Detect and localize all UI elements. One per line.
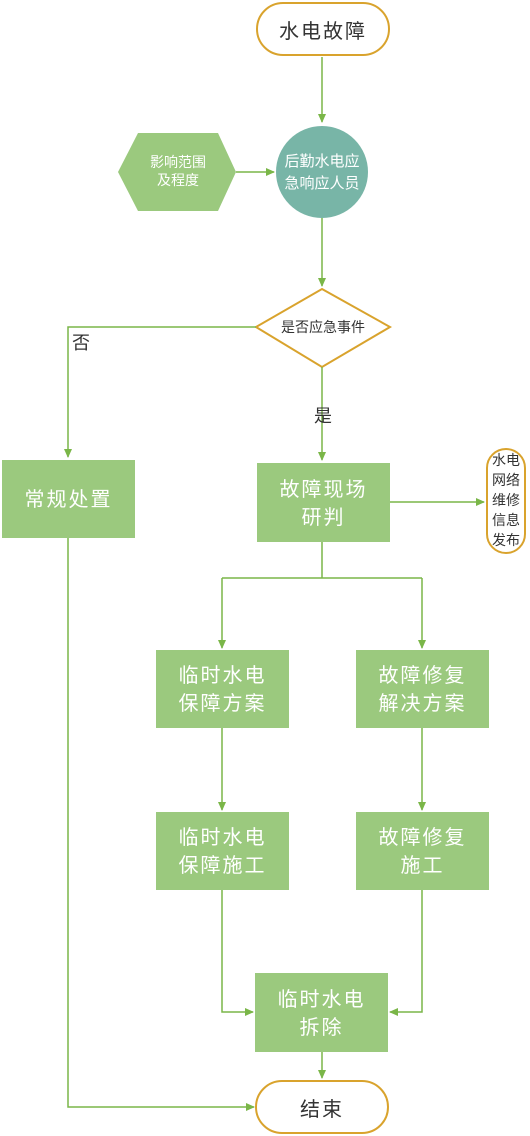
publish-pill: 水电网络维修信息发布 [486,448,526,554]
routine-box: 常规处置 [2,460,135,538]
routine-label: 常规处置 [24,487,113,511]
temp-plan-label: 临时水电保障方案 [178,663,267,715]
edge-repair-build-to-remove [389,890,423,1016]
assess-box: 故障现场研判 [257,463,390,542]
start-label: 水电故障 [279,18,367,43]
repair-plan-box: 故障修复解决方案 [356,650,489,728]
edge-temp-build-to-remove [221,890,254,1016]
decision-label: 是否应急事件 [281,320,365,336]
yes-label: 是 [314,406,332,427]
remove-box: 临时水电拆除 [255,973,388,1052]
repair-plan-label: 故障修复解决方案 [378,663,467,715]
scope-node: 影响范围及程度 [136,135,220,209]
temp-build-label: 临时水电保障施工 [178,825,267,877]
start-terminal: 水电故障 [256,2,390,56]
repair-build-box: 故障修复施工 [356,812,489,890]
repair-build-label: 故障修复施工 [378,825,467,877]
edge-assess-split [222,542,422,579]
responders-label: 后勤水电应急响应人员 [284,152,360,192]
edge-routine-to-end [67,538,255,1111]
decision-node: 是否应急事件 [256,312,390,342]
assess-label: 故障现场研判 [279,476,368,529]
temp-build-box: 临时水电保障施工 [156,812,289,890]
scope-hexagon [118,133,236,211]
end-label: 结束 [300,1096,344,1121]
no-label: 否 [72,333,90,354]
end-terminal: 结束 [255,1080,389,1134]
responders-circle: 后勤水电应急响应人员 [276,126,368,218]
scope-label: 影响范围及程度 [150,155,206,189]
edge-decision-no [64,326,256,458]
temp-plan-box: 临时水电保障方案 [156,650,289,728]
remove-label: 临时水电拆除 [277,986,366,1039]
publish-label: 水电网络维修信息发布 [492,453,520,549]
